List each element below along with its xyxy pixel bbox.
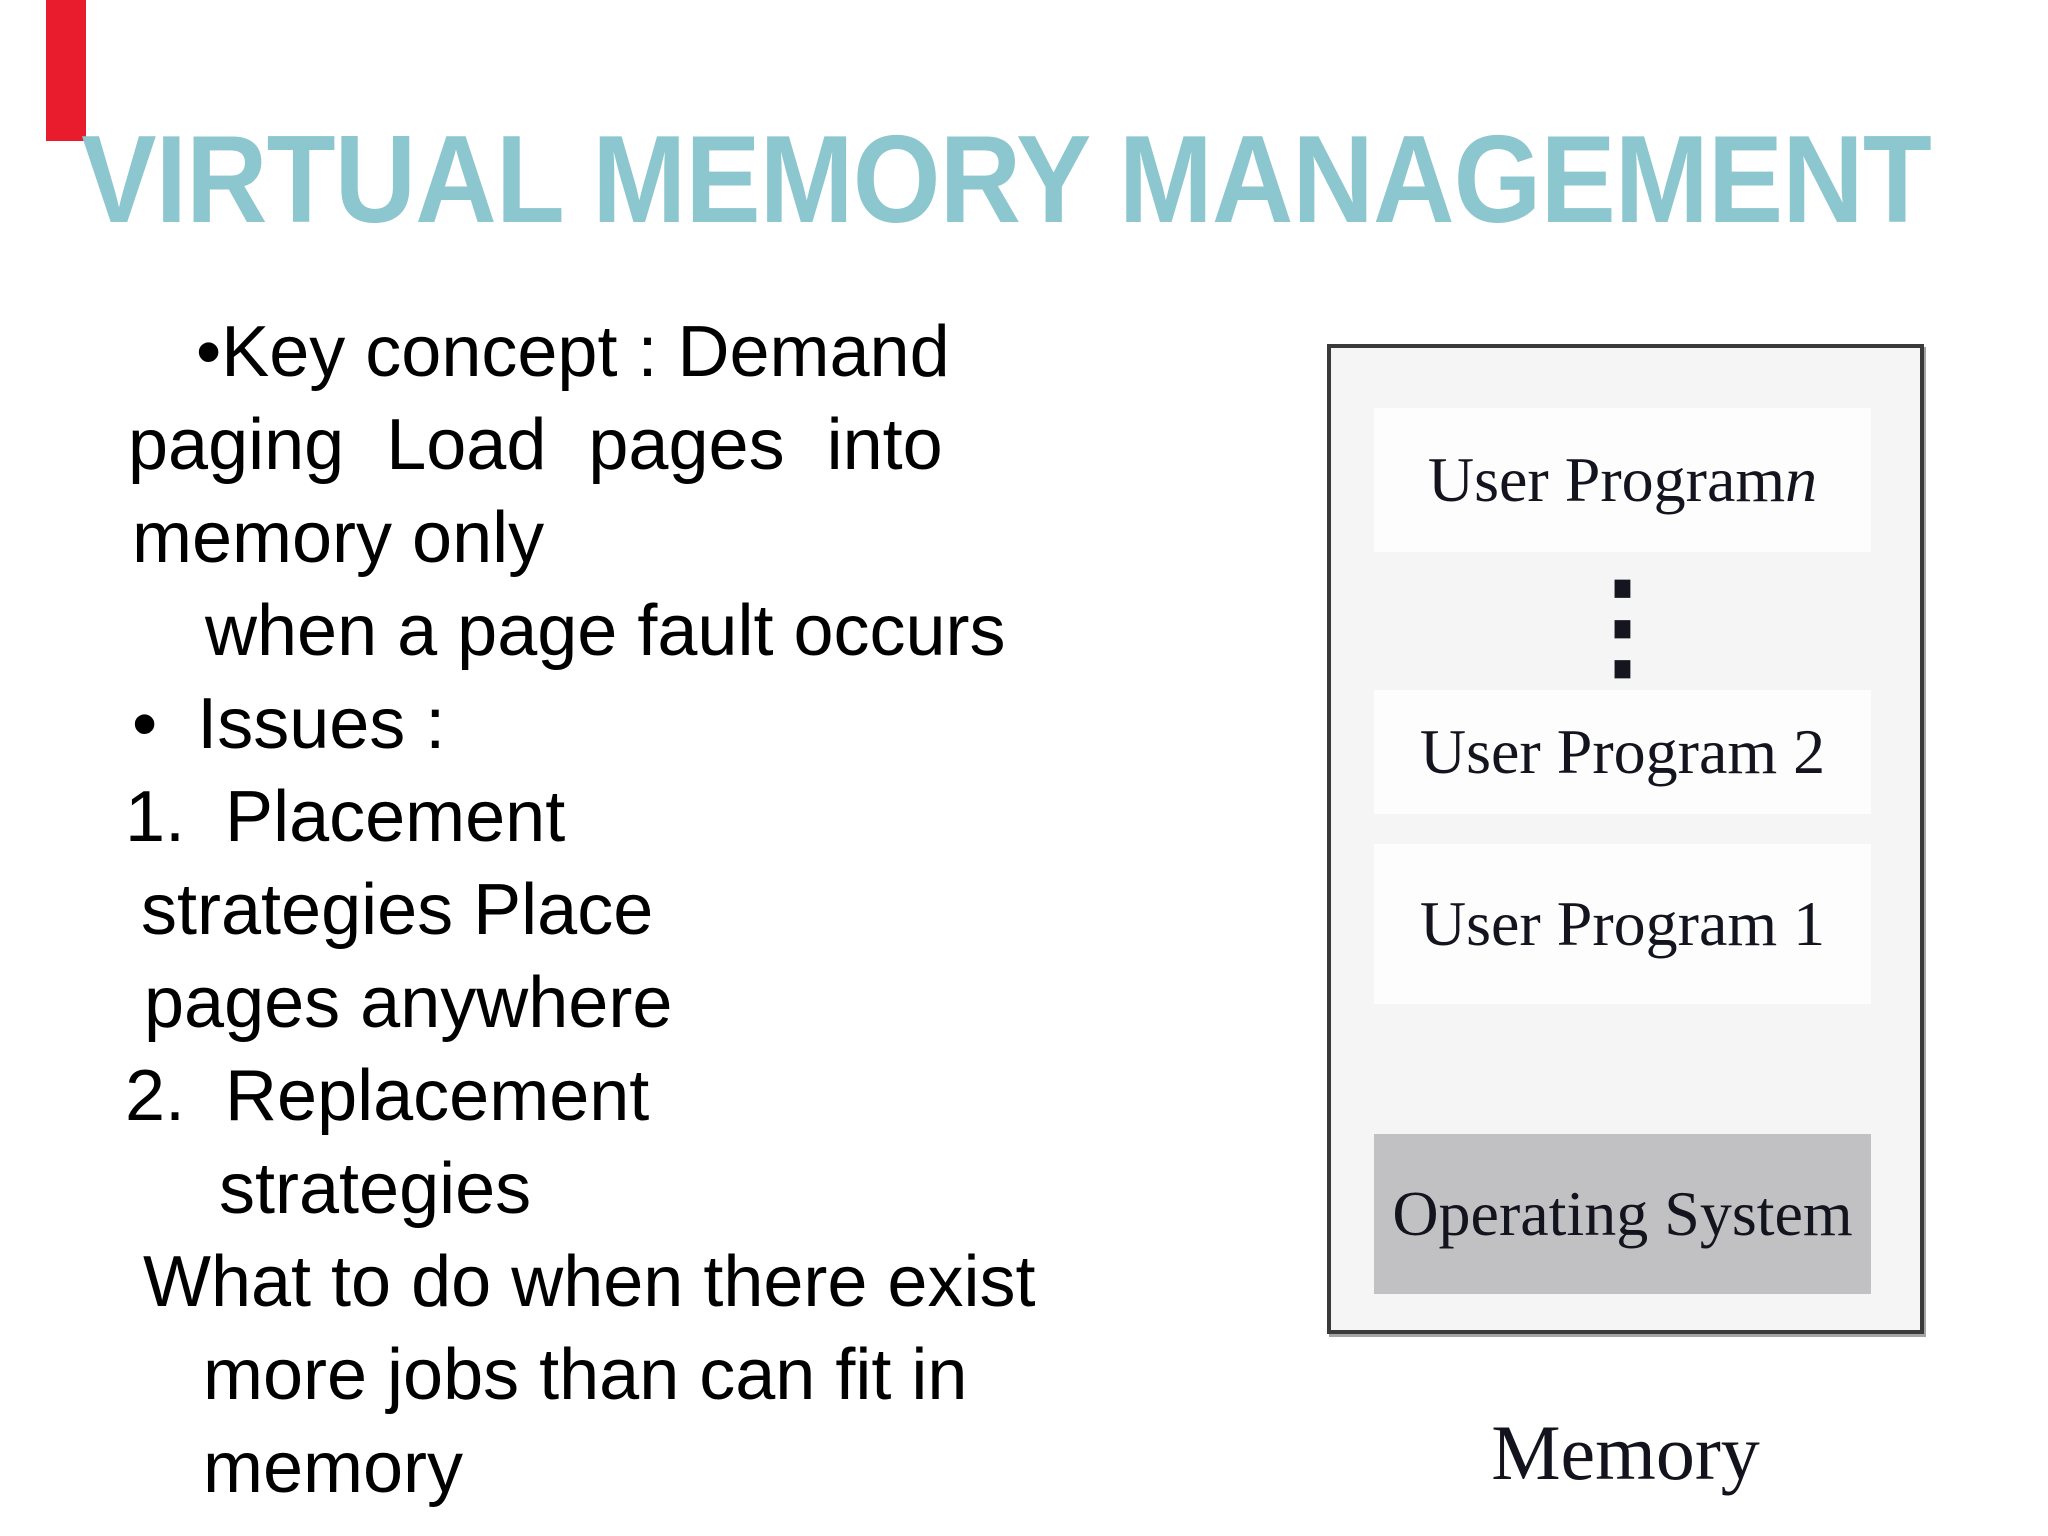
user-program-1-label: User Program 1 <box>1419 888 1826 959</box>
body-line: memory <box>203 1428 464 1508</box>
user-program-n-variable: n <box>1785 444 1818 515</box>
user-program-2-label: User Program 2 <box>1419 716 1826 787</box>
memory-cell-user-program-n: User Program n <box>1374 408 1871 552</box>
body-line: more jobs than can fit in <box>203 1335 968 1415</box>
user-program-n-label: User Program <box>1427 444 1786 515</box>
body-line: when a page fault occurs <box>205 591 1006 671</box>
memory-cell-user-program-1: User Program 1 <box>1374 844 1871 1004</box>
page-title: VIRTUAL MEMORY MANAGEMENT <box>0 118 2048 242</box>
body-line: • Issues : <box>132 684 446 764</box>
memory-cell-user-program-2: User Program 2 <box>1374 690 1871 814</box>
vertical-ellipsis-icon: ⋮ <box>1563 555 1682 694</box>
body-line: pages anywhere <box>144 963 673 1043</box>
memory-cell-operating-system: Operating System <box>1374 1134 1871 1294</box>
body-line: memory only <box>132 498 545 578</box>
body-line: strategies Place <box>141 870 654 950</box>
memory-caption: Memory <box>1491 1409 1760 1496</box>
body-text-block: •Key concept : Demand paging Load pages … <box>0 306 1120 1515</box>
body-line: paging Load pages into <box>128 405 943 485</box>
body-line: •Key concept : Demand <box>196 312 950 392</box>
body-line: What to do when there exist <box>143 1242 1036 1322</box>
memory-diagram-panel: User Program n ⋮ User Program 2 User Pro… <box>1327 344 1924 1334</box>
operating-system-label: Operating System <box>1392 1178 1853 1249</box>
red-accent-bar <box>46 0 86 141</box>
body-line: 1. Placement <box>125 777 566 857</box>
body-line: 2. Replacement <box>125 1056 650 1136</box>
page-title-text: VIRTUAL MEMORY MANAGEMENT <box>80 111 1931 249</box>
body-line: strategies <box>219 1149 532 1229</box>
